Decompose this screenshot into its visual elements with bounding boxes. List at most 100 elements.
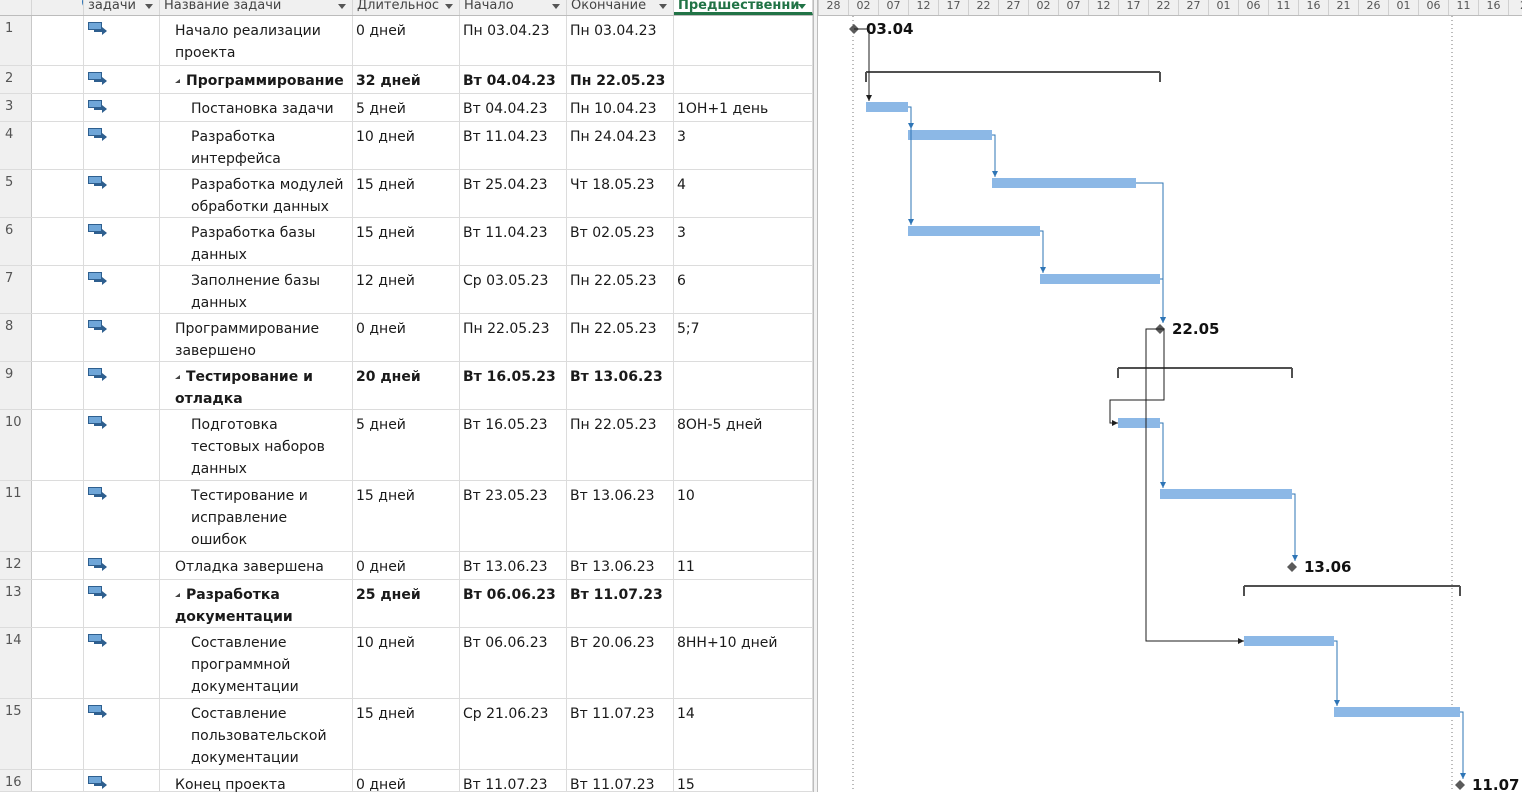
finish-cell[interactable]: Пн 24.04.23 <box>567 122 674 169</box>
finish-cell[interactable]: Вт 13.06.23 <box>567 362 674 409</box>
finish-cell[interactable]: Вт 11.07.23 <box>567 699 674 769</box>
collapse-triangle-icon[interactable] <box>175 593 180 597</box>
indicator-cell[interactable] <box>32 410 84 480</box>
indicator-cell[interactable] <box>32 362 84 409</box>
finish-cell[interactable]: Вт 13.06.23 <box>567 481 674 551</box>
task-mode-cell[interactable] <box>84 410 160 480</box>
finish-cell[interactable]: Вт 11.07.23 <box>567 580 674 627</box>
start-cell[interactable]: Вт 11.04.23 <box>460 122 567 169</box>
collapse-triangle-icon[interactable] <box>175 375 180 379</box>
indicator-cell[interactable] <box>32 552 84 579</box>
task-mode-cell[interactable] <box>84 699 160 769</box>
task-mode-cell[interactable] <box>84 362 160 409</box>
task-mode-cell[interactable] <box>84 580 160 627</box>
task-mode-cell[interactable] <box>84 770 160 791</box>
predecessors-cell[interactable]: 6 <box>674 266 813 313</box>
start-cell[interactable]: Вт 06.06.23 <box>460 580 567 627</box>
start-cell[interactable]: Ср 03.05.23 <box>460 266 567 313</box>
row-id[interactable]: 1 <box>0 16 32 65</box>
start-cell[interactable]: Вт 11.04.23 <box>460 218 567 265</box>
start-cell[interactable]: Вт 13.06.23 <box>460 552 567 579</box>
start-cell[interactable]: Вт 16.05.23 <box>460 410 567 480</box>
row-id[interactable]: 11 <box>0 481 32 551</box>
finish-cell[interactable]: Пн 22.05.23 <box>567 266 674 313</box>
indicator-cell[interactable] <box>32 94 84 121</box>
dropdown-arrow-icon[interactable] <box>338 4 346 9</box>
task-mode-cell[interactable] <box>84 170 160 217</box>
predecessors-cell[interactable] <box>674 580 813 627</box>
predecessors-cell[interactable]: 5;7 <box>674 314 813 361</box>
finish-cell[interactable]: Вт 20.06.23 <box>567 628 674 698</box>
start-cell[interactable]: Вт 04.04.23 <box>460 94 567 121</box>
start-cell[interactable]: Ср 21.06.23 <box>460 699 567 769</box>
row-id[interactable]: 12 <box>0 552 32 579</box>
task-name-cell[interactable]: Отладка завершена <box>160 552 353 579</box>
start-cell[interactable]: Пн 22.05.23 <box>460 314 567 361</box>
header-duration[interactable]: Длительнос <box>353 0 460 15</box>
row-id[interactable]: 4 <box>0 122 32 169</box>
row-id[interactable]: 3 <box>0 94 32 121</box>
indicator-cell[interactable] <box>32 16 84 65</box>
predecessors-cell[interactable] <box>674 66 813 93</box>
indicator-cell[interactable] <box>32 218 84 265</box>
task-mode-cell[interactable] <box>84 481 160 551</box>
header-task-mode[interactable]: задачи <box>84 0 160 15</box>
dropdown-arrow-icon[interactable] <box>659 4 667 9</box>
predecessors-cell[interactable]: 4 <box>674 170 813 217</box>
row-id[interactable]: 14 <box>0 628 32 698</box>
start-cell[interactable]: Вт 06.06.23 <box>460 628 567 698</box>
row-id[interactable]: 13 <box>0 580 32 627</box>
dropdown-arrow-icon[interactable] <box>145 4 153 9</box>
row-id[interactable]: 5 <box>0 170 32 217</box>
row-id[interactable]: 16 <box>0 770 32 791</box>
predecessors-cell[interactable]: 14 <box>674 699 813 769</box>
duration-cell[interactable]: 0 дней <box>353 16 460 65</box>
predecessors-cell[interactable]: 3 <box>674 218 813 265</box>
predecessors-cell[interactable]: 11 <box>674 552 813 579</box>
collapse-triangle-icon[interactable] <box>175 79 180 83</box>
duration-cell[interactable]: 12 дней <box>353 266 460 313</box>
split-divider[interactable] <box>813 0 818 792</box>
start-cell[interactable]: Вт 25.04.23 <box>460 170 567 217</box>
row-id[interactable]: 6 <box>0 218 32 265</box>
row-id[interactable]: 15 <box>0 699 32 769</box>
header-start[interactable]: Начало <box>460 0 567 15</box>
duration-cell[interactable]: 15 дней <box>353 481 460 551</box>
start-cell[interactable]: Вт 04.04.23 <box>460 66 567 93</box>
duration-cell[interactable]: 0 дней <box>353 770 460 792</box>
indicator-cell[interactable] <box>32 170 84 217</box>
indicator-cell[interactable] <box>32 481 84 551</box>
dropdown-arrow-icon[interactable] <box>552 4 560 9</box>
finish-cell[interactable]: Пн 22.05.23 <box>567 314 674 361</box>
indicator-cell[interactable] <box>32 580 84 627</box>
task-mode-cell[interactable] <box>84 628 160 698</box>
duration-cell[interactable]: 5 дней <box>353 94 460 121</box>
start-cell[interactable]: Пн 03.04.23 <box>460 16 567 65</box>
duration-cell[interactable]: 0 дней <box>353 314 460 361</box>
predecessors-cell[interactable]: 1ОН+1 день <box>674 94 813 121</box>
indicator-cell[interactable] <box>32 628 84 698</box>
finish-cell[interactable]: Чт 18.05.23 <box>567 170 674 217</box>
predecessors-cell[interactable]: 15 <box>674 770 813 792</box>
duration-cell[interactable]: 32 дней <box>353 66 460 93</box>
dropdown-arrow-icon[interactable] <box>445 4 453 9</box>
header-predecessors[interactable]: Предшественни <box>674 0 813 15</box>
task-mode-cell[interactable] <box>84 552 160 579</box>
duration-cell[interactable]: 25 дней <box>353 580 460 627</box>
indicator-cell[interactable] <box>32 770 84 791</box>
start-cell[interactable]: Вт 11.07.23 <box>460 770 567 792</box>
predecessors-cell[interactable] <box>674 16 813 65</box>
task-mode-cell[interactable] <box>84 16 160 65</box>
task-mode-cell[interactable] <box>84 218 160 265</box>
indicator-cell[interactable] <box>32 314 84 361</box>
